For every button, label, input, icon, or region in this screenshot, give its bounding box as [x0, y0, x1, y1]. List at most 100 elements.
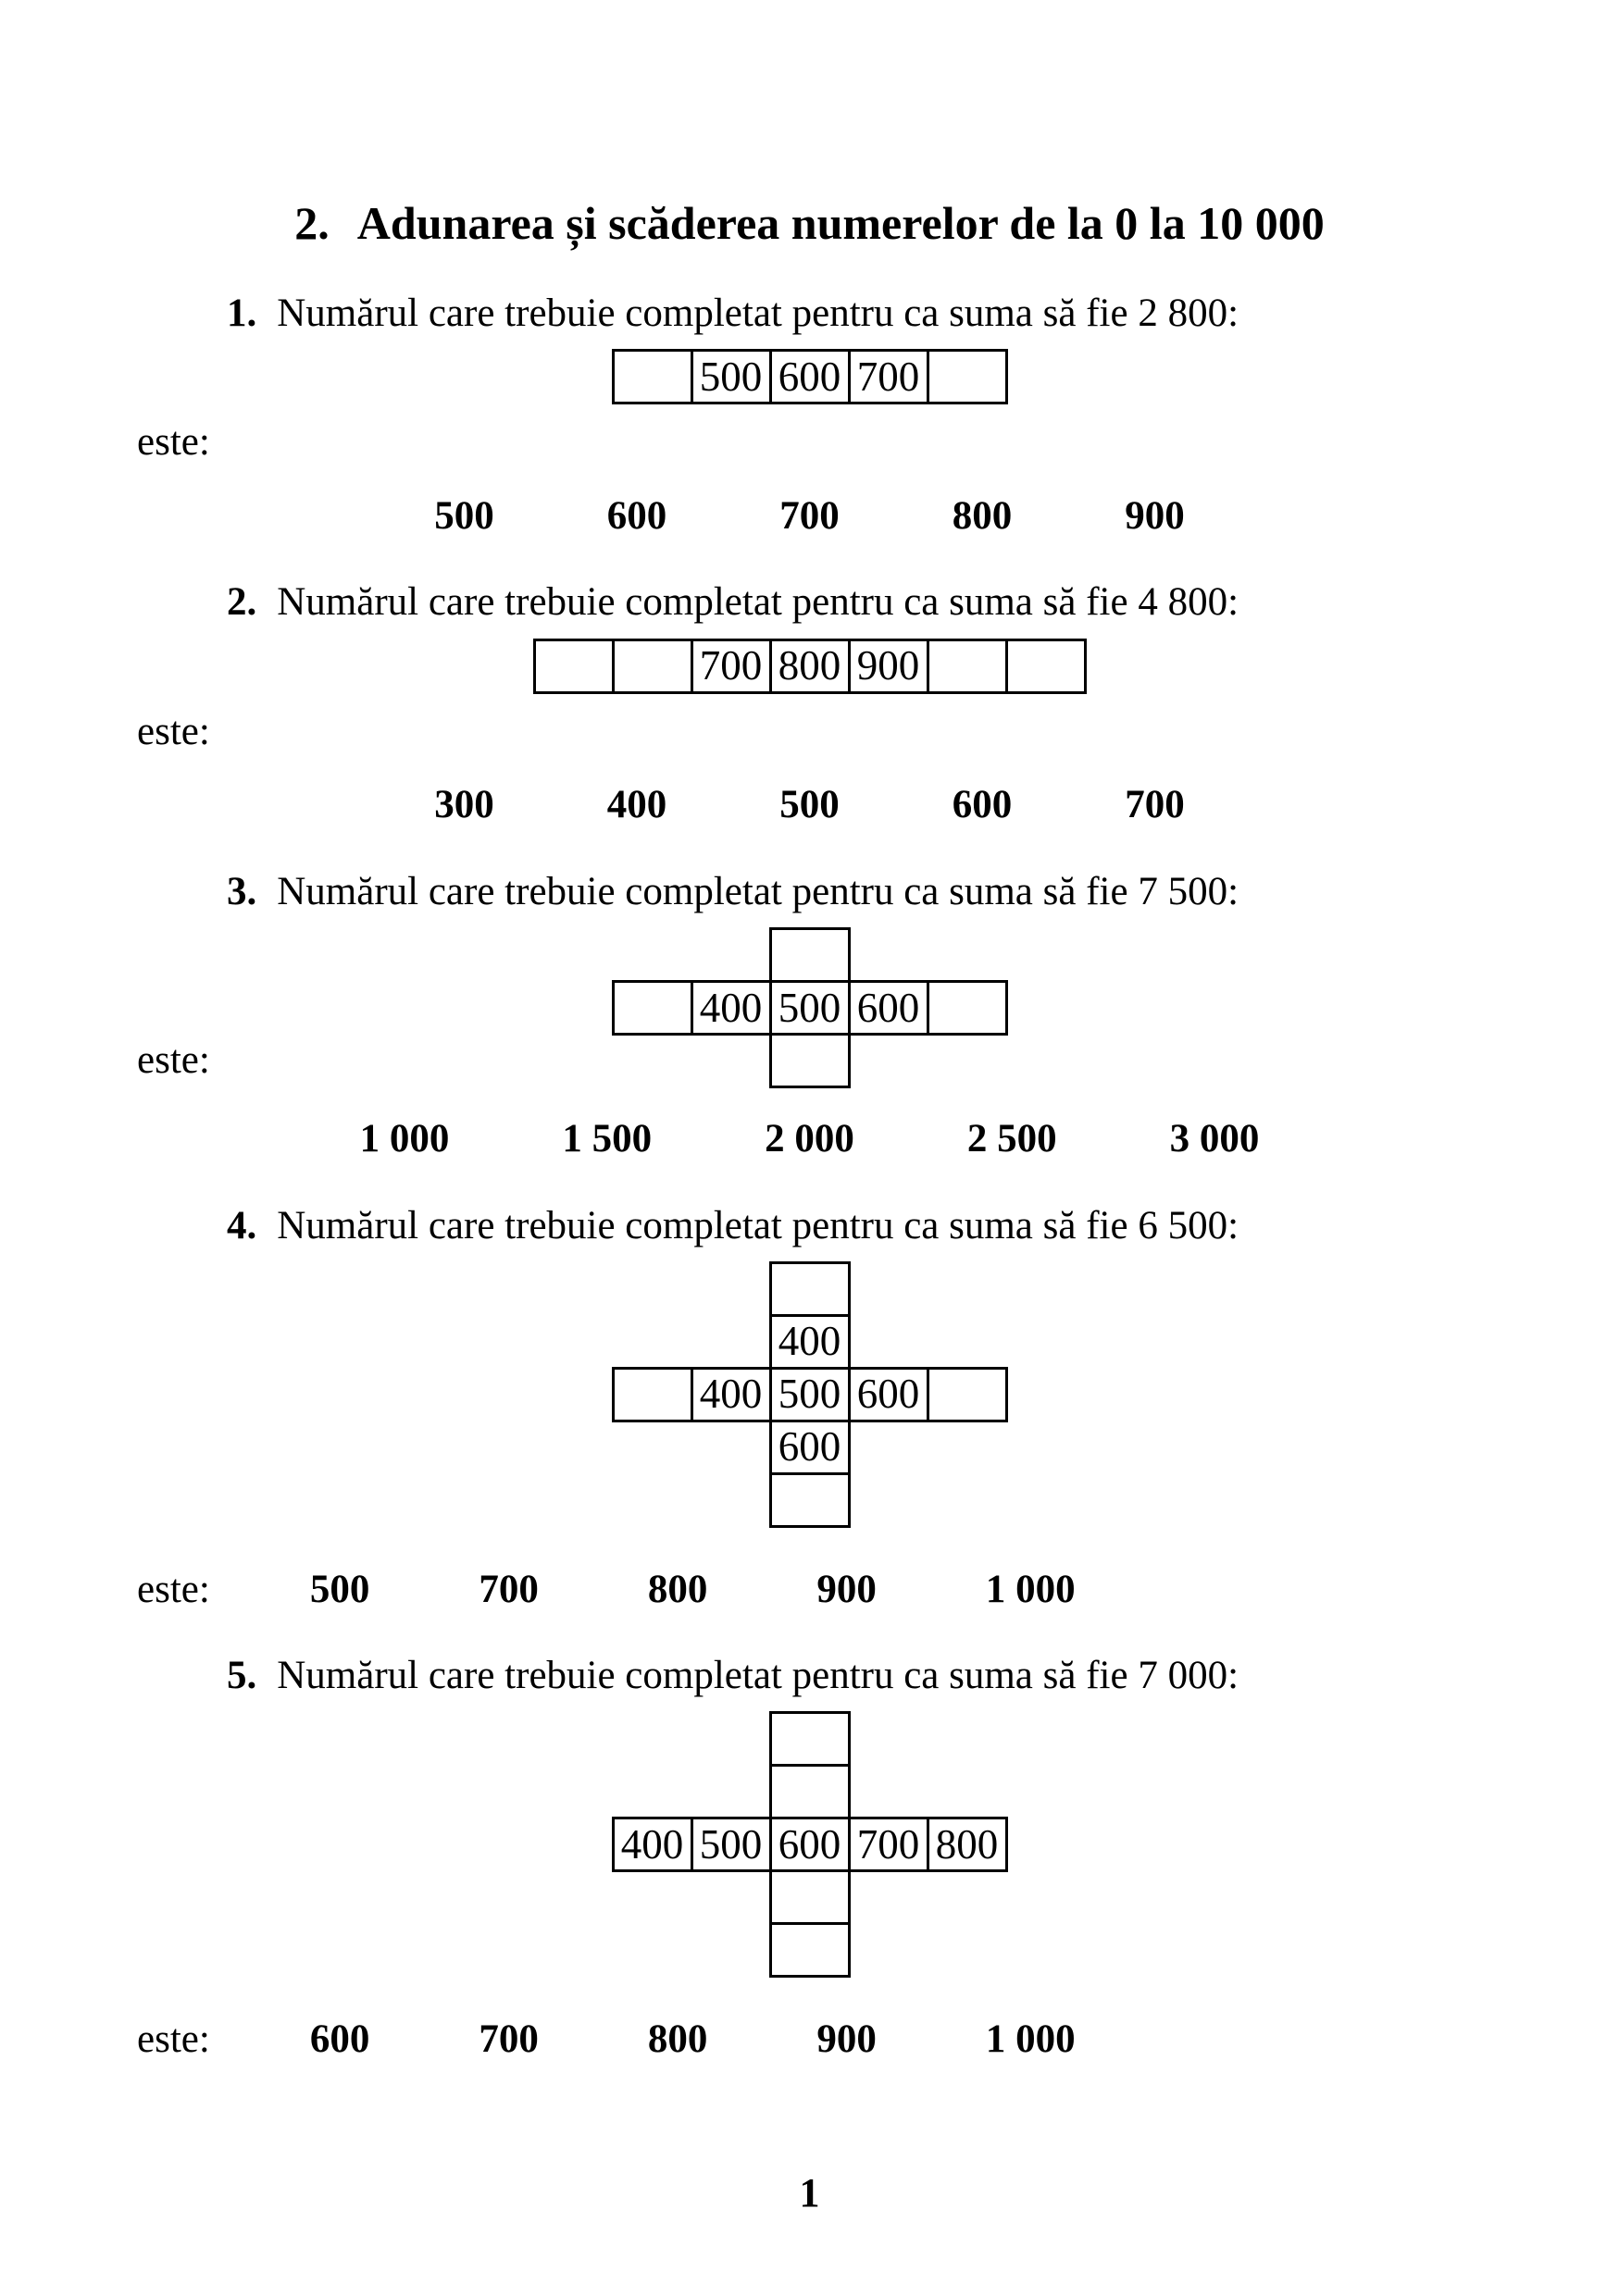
empty-box: [768, 1869, 851, 1926]
chapter-title-text: Adunarea și scăderea numerelor de la 0 l…: [356, 197, 1325, 249]
answer-option: 600: [952, 783, 1013, 827]
problem-1: 1. Numărul care trebuie completat pentru …: [0, 291, 1619, 539]
problem-statement: 3. Numărul care trebuie completat pentru …: [227, 869, 1563, 914]
answer-option: 500: [779, 783, 840, 827]
answer-option: 3 000: [1169, 1117, 1260, 1161]
problem-5: 5. Numărul care trebuie completat pentru …: [0, 1653, 1619, 2062]
answer-option: 700: [479, 1567, 539, 1611]
page-number: 1: [799, 2170, 820, 2215]
problem-number: 1.: [227, 292, 257, 335]
empty-box: [768, 1711, 851, 1768]
empty-box: [926, 980, 1008, 1036]
number-box: 500: [690, 349, 772, 405]
problem-text: Numărul care trebuie completat pentru ca…: [277, 869, 1239, 913]
problem-statement: 1. Numărul care trebuie completat pentru …: [227, 291, 1563, 336]
answer-option: 2 500: [966, 1117, 1057, 1161]
box-row: 400: [0, 1313, 1619, 1370]
answer-options: 600 700 800 900 1 000: [310, 2017, 1076, 2062]
este-options-row: este: 600 700 800 900 1 000: [0, 2017, 1619, 2062]
box-row: [0, 1033, 1619, 1089]
answer-option: 700: [479, 2017, 539, 2062]
number-box: 500: [768, 980, 851, 1036]
answer-option: 700: [1125, 783, 1185, 827]
number-box: 700: [690, 638, 772, 694]
problem-number: 2.: [227, 580, 257, 625]
empty-box: [768, 1922, 851, 1979]
empty-box: [1004, 638, 1087, 694]
number-box: 500: [690, 1817, 772, 1873]
problem-text: Numărul care trebuie completat pentru ca…: [277, 1653, 1239, 1697]
este-label: este:: [137, 1038, 210, 1083]
answer-option: 800: [647, 1567, 708, 1611]
empty-box: [532, 638, 615, 694]
number-box: 600: [847, 1366, 929, 1422]
box-row: [0, 927, 1619, 984]
este-options-row: este: 500 700 800 900 1 000: [0, 1567, 1619, 1612]
empty-box: [768, 1764, 851, 1820]
box-row: [0, 1711, 1619, 1768]
answer-option: 800: [647, 2017, 708, 2062]
answer-option: 600: [606, 493, 667, 538]
problem-2: 2. Numărul care trebuie completat pentru …: [0, 579, 1619, 827]
answer-option: 700: [779, 493, 840, 538]
box-row: 700 800 900: [0, 638, 1619, 694]
box-row: 400 500 600: [0, 1366, 1619, 1422]
empty-box: [611, 980, 693, 1036]
answer-option: 900: [1125, 493, 1185, 538]
answer-option: 900: [816, 1567, 877, 1611]
empty-box: [926, 1366, 1008, 1422]
number-box: 400: [690, 1366, 772, 1422]
empty-box: [768, 1033, 851, 1089]
empty-box: [768, 927, 851, 984]
empty-box: [768, 1260, 851, 1317]
number-box: 600: [768, 1419, 851, 1475]
box-row: [0, 1922, 1619, 1979]
problem-text: Numărul care trebuie completat pentru ca…: [277, 292, 1239, 335]
empty-box: [926, 349, 1008, 405]
answer-options: 500 600 700 800 900: [0, 493, 1619, 539]
answer-option: 1 000: [985, 1567, 1076, 1611]
problem-4: 4. Numărul care trebuie completat pentru …: [0, 1203, 1619, 1612]
answer-option: 1 500: [562, 1117, 653, 1161]
box-row: 600: [0, 1419, 1619, 1475]
problem-number: 5.: [227, 1653, 257, 1697]
problem-text: Numărul care trebuie completat pentru ca…: [277, 1203, 1239, 1247]
number-box: 400: [690, 980, 772, 1036]
empty-box: [611, 349, 693, 405]
number-box: 400: [768, 1313, 851, 1370]
answer-option: 800: [952, 493, 1013, 538]
empty-box: [768, 1471, 851, 1528]
answer-option: 600: [309, 2017, 370, 2062]
box-row: [0, 1260, 1619, 1317]
answer-option: 300: [434, 783, 494, 827]
answer-option: 500: [309, 1567, 370, 1611]
diagram-area: 400 500 600 este:: [0, 927, 1619, 1089]
este-label: este:: [137, 420, 210, 465]
problem-number: 4.: [227, 1203, 257, 1247]
este-label: este:: [137, 709, 210, 753]
number-box: 600: [847, 980, 929, 1036]
cross-diagram: 400 500 600 700 800: [0, 1711, 1619, 1979]
sum-boxes-diagram: 700 800 900: [0, 638, 1619, 694]
number-box: 400: [611, 1817, 693, 1873]
chapter-number: 2.: [294, 197, 330, 249]
sum-boxes-diagram: 500 600 700: [0, 349, 1619, 405]
problem-number: 3.: [227, 869, 257, 913]
problem-statement: 2. Numărul care trebuie completat pentru …: [227, 579, 1563, 625]
problem-text: Numărul care trebuie completat pentru ca…: [277, 580, 1239, 625]
number-box: 900: [847, 638, 929, 694]
number-box: 700: [847, 1817, 929, 1873]
answer-option: 1 000: [985, 2017, 1076, 2062]
number-box: 700: [847, 349, 929, 405]
box-row: 400 500 600: [0, 980, 1619, 1036]
answer-options: 500 700 800 900 1 000: [310, 1567, 1076, 1612]
empty-box: [926, 638, 1008, 694]
number-box: 600: [768, 349, 851, 405]
empty-box: [611, 1366, 693, 1422]
este-label: este:: [137, 2017, 210, 2062]
box-row: [0, 1471, 1619, 1528]
cross-diagram: 400 500 600: [0, 927, 1619, 1089]
cross-diagram: 400 400 500 600 600: [0, 1260, 1619, 1528]
este-label: este:: [137, 1567, 210, 1611]
